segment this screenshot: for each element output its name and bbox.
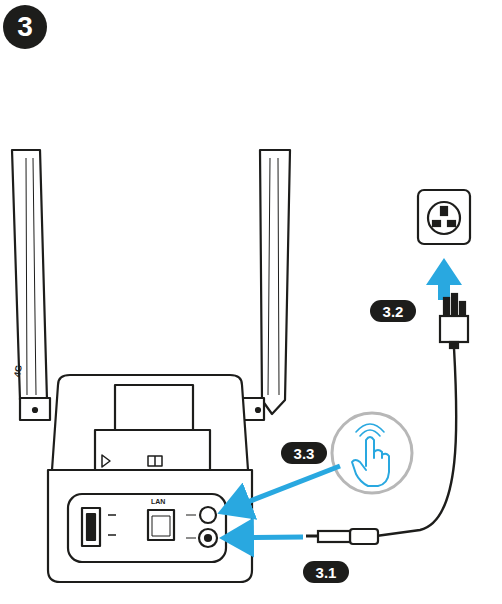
callout-text: 3 xyxy=(17,11,33,43)
callout-number: 3.1 xyxy=(303,561,349,583)
callout-number: 3.2 xyxy=(370,300,416,322)
step-number: 3 xyxy=(3,5,47,49)
callout-text: 3.2 xyxy=(383,303,404,320)
callout-text: 3.1 xyxy=(316,564,337,581)
callout-number: 3.3 xyxy=(281,442,327,464)
port-label: LAN xyxy=(151,498,165,505)
antenna-label: 4G xyxy=(12,364,24,378)
callout-text: 3.3 xyxy=(294,445,315,462)
